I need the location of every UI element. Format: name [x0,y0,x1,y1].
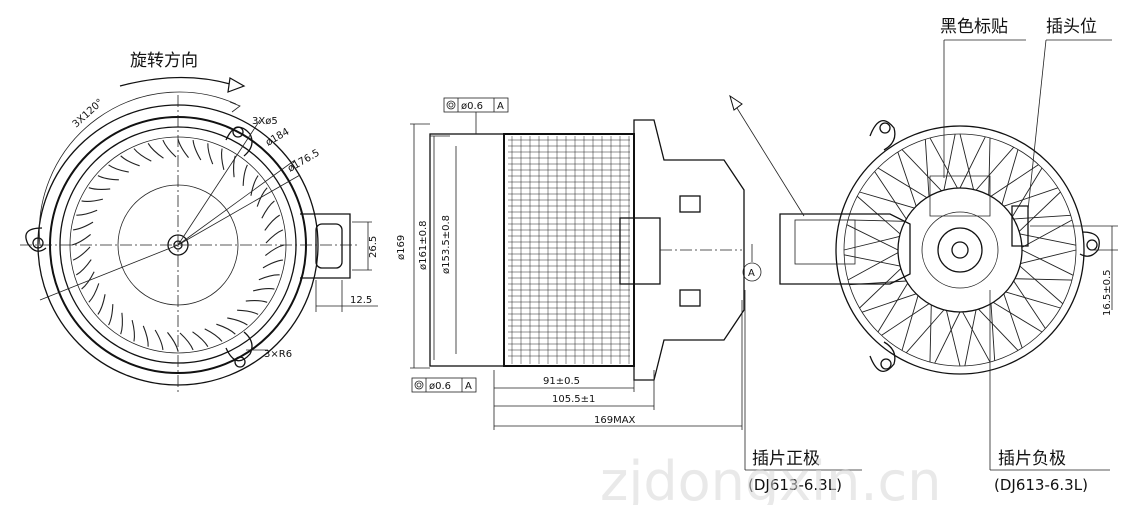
rear-spokes [843,133,1077,367]
d161-dim: ø161±0.8 [418,221,429,271]
svg-text:A: A [465,381,472,392]
mount-ear-left [25,227,47,252]
connector-tab [300,213,351,279]
front-view: 旋转方向 3X120° 3Xø5 ø184 ø176.5 26.5 12.5 3… [20,51,379,395]
terminal-negative-spec: (DJ613-6.3L) [994,476,1088,494]
h16-dim: 16.5±0.5 [1102,269,1113,316]
rear-ear-bottom [869,341,896,372]
rear-connector-arm [779,213,911,285]
svg-text:A: A [497,101,504,112]
plug-socket [1011,205,1029,247]
d153-dim: ø153.5±0.8 [441,215,452,274]
fan-drum [503,133,635,367]
fan-blades [71,138,285,352]
d184-dim: ø184 [264,126,291,148]
side-view: ø169 ø161±0.8 ø153.5±0.8 ø0.6 A ø0.6 A [396,97,762,430]
watermark: zjdongxin.cn [600,450,941,505]
black-label-area [929,175,991,217]
mount-ear-bottom [225,331,253,368]
l91-dim: 91±0.5 [543,376,580,387]
terminal-positive-label: 插片正极 [752,449,820,469]
holes-dim: 3Xø5 [252,116,278,127]
d169-dim: ø169 [396,235,407,260]
terminal-positive-spec: (DJ613-6.3L) [748,476,842,494]
rear-view: 黑色标贴 插头位 16.5±0.5 插片正极 (DJ613-6.3L) 插片负极… [729,17,1118,494]
rear-outer-ring [835,125,1085,375]
tolerance-frame-top: ø0.6 A [443,97,509,134]
l105-dim: 105.5±1 [552,394,595,405]
drum-fins [508,136,630,364]
rear-ear-top [869,120,896,151]
tolerance-frame-bottom: ø0.6 A [411,377,477,393]
rotation-direction-label: 旋转方向 [130,51,198,71]
w12-dim: 12.5 [350,295,372,306]
plug-position-text: 插头位 [1046,17,1097,37]
l169-dim: 169MAX [594,415,636,426]
motor-body [633,119,745,381]
h26-dim: 26.5 [368,236,379,258]
radius-dim: 3×R6 [264,349,292,360]
svg-text:ø0.6: ø0.6 [429,381,451,392]
datum-circle [742,262,762,282]
motor-can [897,187,1023,313]
terminal-negative-label: 插片负极 [998,449,1066,469]
black-label-text: 黑色标贴 [940,17,1008,37]
datum-label: A [748,268,755,279]
svg-text:ø0.6: ø0.6 [461,101,483,112]
d176-dim: ø176.5 [286,148,322,175]
rear-shaft [951,241,969,259]
mount-ear-top [225,126,253,157]
